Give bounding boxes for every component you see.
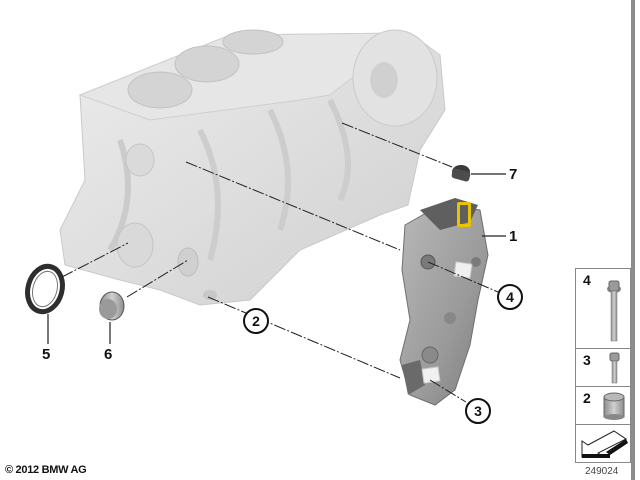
legend-item-3[interactable]: 3: [576, 349, 630, 387]
highlight-marker: [457, 202, 471, 227]
legend-number: 2: [583, 390, 591, 406]
scrollbar[interactable]: [631, 0, 635, 480]
engine-block: [59, 29, 446, 306]
solid-leader-lines: [47, 173, 506, 344]
legend-item-2[interactable]: 2: [576, 387, 630, 425]
long-bolt-icon: [607, 280, 621, 342]
legend-number: 3: [583, 352, 591, 368]
legend-item-direction[interactable]: [576, 425, 630, 462]
callout-7[interactable]: 7: [509, 166, 518, 183]
sleeve-icon: [603, 392, 625, 420]
seal-ring-part-5: [25, 263, 65, 315]
callout-1[interactable]: 1: [509, 228, 518, 245]
callout-2[interactable]: 2: [243, 308, 269, 334]
screw-plug-part-6: [99, 291, 125, 321]
sensor-part-7: [451, 165, 471, 182]
short-bolt-icon: [609, 352, 620, 384]
bracket-part-1: [399, 198, 489, 406]
diagram-id: 249024: [585, 466, 619, 477]
callout-6[interactable]: 6: [104, 346, 113, 363]
legend-number: 4: [583, 272, 591, 288]
copyright-notice: © 2012 BMW AG: [5, 464, 87, 476]
direction-arrow-icon: [581, 430, 628, 458]
legend-item-4[interactable]: 4: [576, 269, 630, 349]
callout-3[interactable]: 3: [465, 398, 491, 424]
callout-5[interactable]: 5: [42, 346, 51, 363]
callout-4[interactable]: 4: [497, 284, 523, 310]
leader-lines: [61, 122, 499, 403]
parts-legend: 4 3 2: [575, 268, 631, 463]
